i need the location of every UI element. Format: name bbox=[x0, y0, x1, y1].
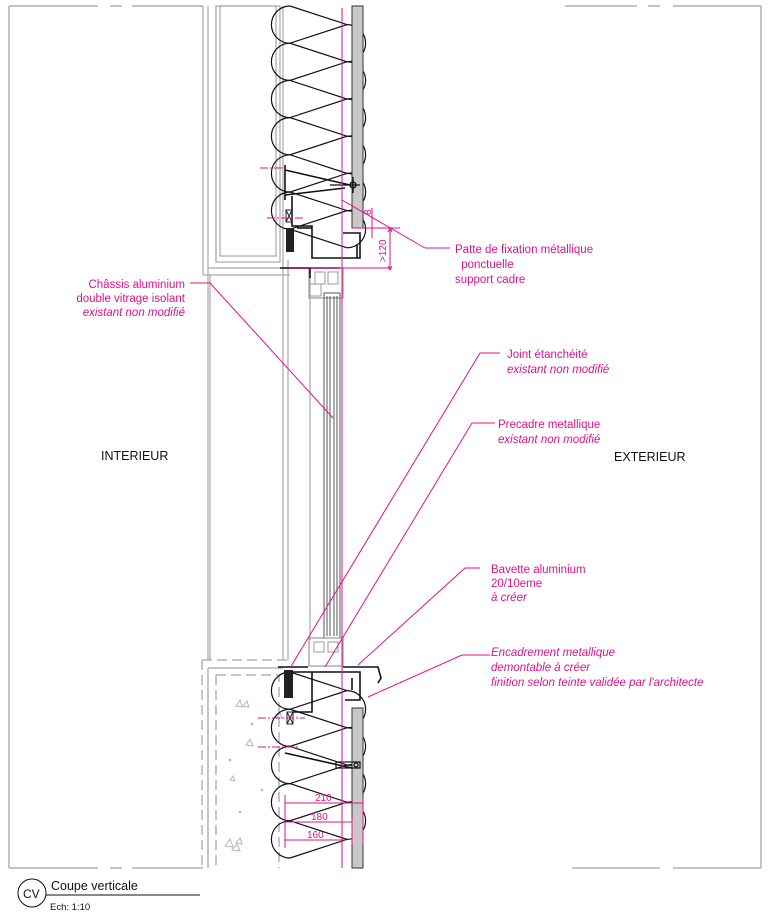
window-glazing bbox=[308, 267, 344, 667]
annotation-chassis-aluminium: Châssis aluminium double vitrage isolant… bbox=[76, 279, 185, 319]
annotation-line: Precadre metallique bbox=[498, 419, 600, 431]
annotation-line: demontable à créer bbox=[491, 662, 591, 674]
annotation-line: finition selon teinte validée par l'arch… bbox=[491, 677, 704, 689]
insulation-loop bbox=[270, 820, 291, 859]
insulation-loop bbox=[270, 5, 291, 44]
annotation-precadre: Precadre metallique existant non modifié bbox=[498, 419, 600, 446]
annotation-line: double vitrage isolant bbox=[76, 293, 185, 305]
lower-fixing-bolt bbox=[335, 761, 361, 769]
bottom-dimensions bbox=[284, 795, 364, 848]
insulation-loop bbox=[270, 745, 291, 785]
concrete-aggregate bbox=[224, 698, 283, 852]
annotation-line: Joint étanchéité bbox=[507, 349, 588, 361]
annotation-line: Châssis aluminium bbox=[88, 279, 185, 291]
annotation-line: Encadrement metallique bbox=[491, 647, 615, 659]
annotation-bavette: Bavette aluminium 20/10eme à créer bbox=[491, 564, 586, 604]
insulation-loop bbox=[270, 117, 291, 156]
annotation-patte-fixation: Patte de fixation métallique ponctuelle … bbox=[455, 244, 593, 286]
annotation-joint-etancheite: Joint étanchéité existant non modifié bbox=[507, 349, 609, 376]
annotation-line: Bavette aluminium bbox=[491, 564, 586, 576]
existing-interior-frame bbox=[202, 5, 311, 660]
insulation-loop bbox=[270, 79, 291, 119]
lower-metal-frame bbox=[278, 666, 382, 769]
lower-seal bbox=[284, 670, 294, 725]
top-dimensions bbox=[352, 208, 400, 272]
cladding-panel-upper bbox=[351, 5, 364, 229]
dimension-180: 180 bbox=[311, 812, 328, 823]
dimension-210: 210 bbox=[315, 793, 332, 804]
annotation-line: existant non modifié bbox=[83, 307, 185, 319]
annotation-line: existant non modifié bbox=[498, 434, 600, 446]
reference-lines bbox=[258, 8, 390, 868]
annotation-encadrement: Encadrement metallique demontable à crée… bbox=[491, 647, 704, 689]
section-mark: CV bbox=[23, 887, 40, 901]
dimension-top-height: >120 bbox=[378, 239, 389, 262]
sheet-frame bbox=[8, 5, 762, 869]
insulation-zigzag bbox=[288, 5, 349, 249]
cladding-panel-lower bbox=[351, 707, 364, 869]
annotation-line: support cadre bbox=[455, 274, 525, 286]
insulation-loop bbox=[270, 42, 291, 81]
drawing-scale: Ech: 1:10 bbox=[50, 902, 90, 913]
insulation-loop bbox=[270, 708, 291, 747]
insulation-loop bbox=[270, 154, 291, 193]
annotation-line: à créer bbox=[491, 592, 528, 604]
annotation-line: Patte de fixation métallique bbox=[455, 244, 593, 256]
title-block: CV Coupe verticale Ech: 1:10 bbox=[17, 878, 200, 913]
annotation-line: ponctuelle bbox=[458, 259, 514, 271]
annotation-line: existant non modifié bbox=[507, 364, 609, 376]
upper-seal bbox=[285, 209, 294, 252]
insulation-loop bbox=[270, 783, 291, 822]
insulation-loop bbox=[270, 191, 291, 230]
lower-concrete-wall bbox=[201, 659, 290, 868]
zone-label-exterior: EXTERIEUR bbox=[614, 450, 686, 464]
upper-fixing-bolt bbox=[330, 177, 360, 193]
leader-lines bbox=[190, 199, 500, 698]
zone-label-interior: INTERIEUR bbox=[101, 449, 168, 463]
drawing-title: Coupe verticale bbox=[51, 879, 138, 893]
dimension-top-gap: 8 bbox=[363, 209, 374, 215]
annotation-line: 20/10eme bbox=[491, 578, 542, 590]
section-mark-circle bbox=[17, 878, 47, 908]
dimension-160: 160 bbox=[307, 830, 324, 841]
insulation-loop bbox=[270, 671, 291, 710]
